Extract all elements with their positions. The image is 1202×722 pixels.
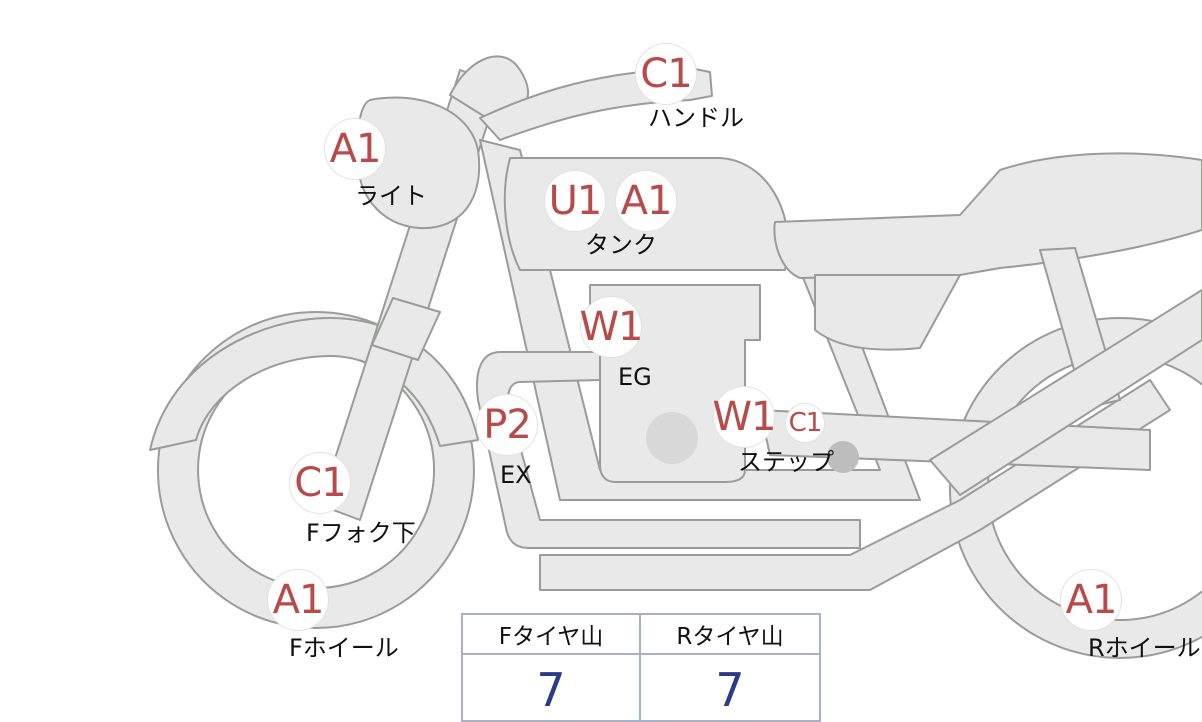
front-tire-column: Fタイヤ山 7: [463, 615, 641, 720]
exhaust-pipe: [476, 351, 861, 549]
rear-tire-column: Rタイヤ山 7: [641, 615, 819, 720]
handle-code-badge: C1: [635, 43, 697, 105]
rwheel-label: Rホイール: [1088, 634, 1201, 662]
tank-label: タンク: [585, 231, 657, 259]
rear-tire-header: Rタイヤ山: [641, 615, 819, 655]
step-label: ステップ: [738, 448, 834, 476]
rwheel-code-badge: A1: [1060, 569, 1122, 631]
exhaust-code-badge: P2: [476, 394, 538, 456]
engine-code-badge: W1: [580, 296, 644, 358]
engine-label: EG: [618, 363, 652, 391]
seat: [773, 152, 1202, 279]
ffork-label: Fフォク下: [306, 519, 416, 547]
light-code-badge: A1: [324, 118, 386, 180]
ffork-code-badge: C1: [289, 452, 351, 514]
step-code-badge: W1: [713, 386, 777, 448]
tire-tread-table: Fタイヤ山 7 Rタイヤ山 7: [461, 613, 821, 722]
exhaust-label: EX: [500, 461, 532, 489]
fork-boot: [371, 297, 441, 361]
front-tire-header: Fタイヤ山: [463, 615, 639, 655]
front-tire-value: 7: [536, 662, 566, 717]
handle-label: ハンドル: [648, 104, 744, 132]
fwheel-code-badge: A1: [267, 569, 329, 631]
step-code2-badge: C1: [785, 403, 825, 443]
tank-code-badge: A1: [615, 170, 677, 232]
fwheel-label: Fホイール: [289, 634, 399, 662]
light-label: ライト: [355, 182, 427, 210]
tank-u-code-badge: U1: [544, 170, 606, 232]
rear-tire-value: 7: [715, 662, 745, 717]
